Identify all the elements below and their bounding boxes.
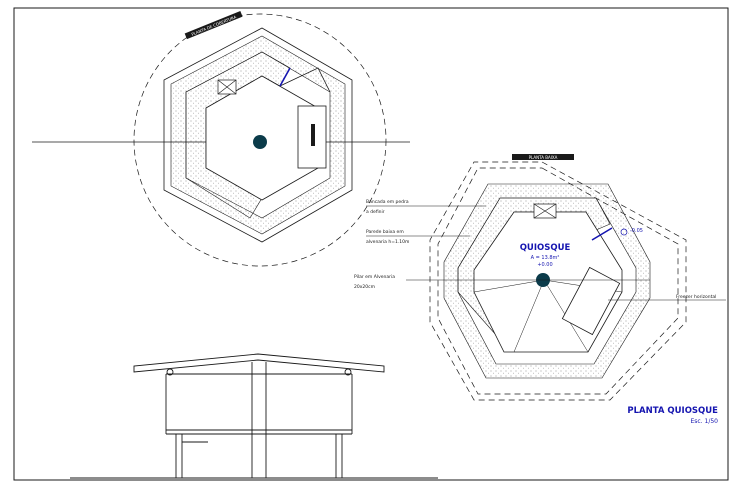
roof-plan: PLANTA DE COBERTURA bbox=[32, 11, 410, 267]
callouts: Bancada em pedra a definir Parede baixa … bbox=[354, 199, 726, 301]
sheet-border bbox=[13, 7, 729, 481]
room-level: +0.00 bbox=[537, 262, 552, 268]
roof-door-accent bbox=[279, 67, 291, 87]
callout-pillar-1: Pilar em Alvenaria bbox=[354, 274, 395, 280]
room-name: QUIOSQUE bbox=[520, 243, 571, 253]
callout-wall-2: alvenaria h=1.10m bbox=[366, 239, 409, 245]
plan-stamp-text: PLANTA BAIXA bbox=[529, 155, 558, 160]
plan-hexagon-frame bbox=[437, 167, 679, 395]
callout-wall-1: Parede baixa em bbox=[366, 229, 404, 235]
callout-counter-1: Bancada em pedra bbox=[366, 199, 409, 205]
room-area: A = 13.8m² bbox=[531, 255, 560, 261]
elevation-roof bbox=[133, 353, 385, 373]
roof-stamp bbox=[184, 11, 243, 40]
roof-door bbox=[279, 67, 331, 93]
plan-stamp bbox=[512, 154, 574, 160]
roof-column bbox=[253, 135, 267, 149]
exterior-level: -0.05 bbox=[630, 228, 643, 234]
callout-freezer: Freezer horizontal bbox=[676, 294, 716, 300]
plan-freezer bbox=[561, 266, 621, 336]
plan-title: PLANTA QUIOSQUE bbox=[627, 406, 718, 416]
plan-door-accent bbox=[591, 227, 613, 241]
roof-hexagon-outer bbox=[163, 27, 353, 243]
plan-hexagon-outer bbox=[429, 161, 687, 401]
plan-scale: Esc. 1/50 bbox=[690, 418, 718, 425]
roof-stamp-text: PLANTA DE COBERTURA bbox=[191, 14, 238, 37]
elevation-column bbox=[251, 362, 267, 478]
elevation bbox=[70, 353, 438, 479]
callout-counter-2: a definir bbox=[366, 209, 385, 215]
roof-circle bbox=[133, 13, 387, 267]
callout-pillar-2: 20x20cm bbox=[354, 284, 375, 290]
floor-plan: PLANTA BAIXA QUIOSQUE A = 13.8m² +0.00 -… bbox=[406, 154, 687, 401]
